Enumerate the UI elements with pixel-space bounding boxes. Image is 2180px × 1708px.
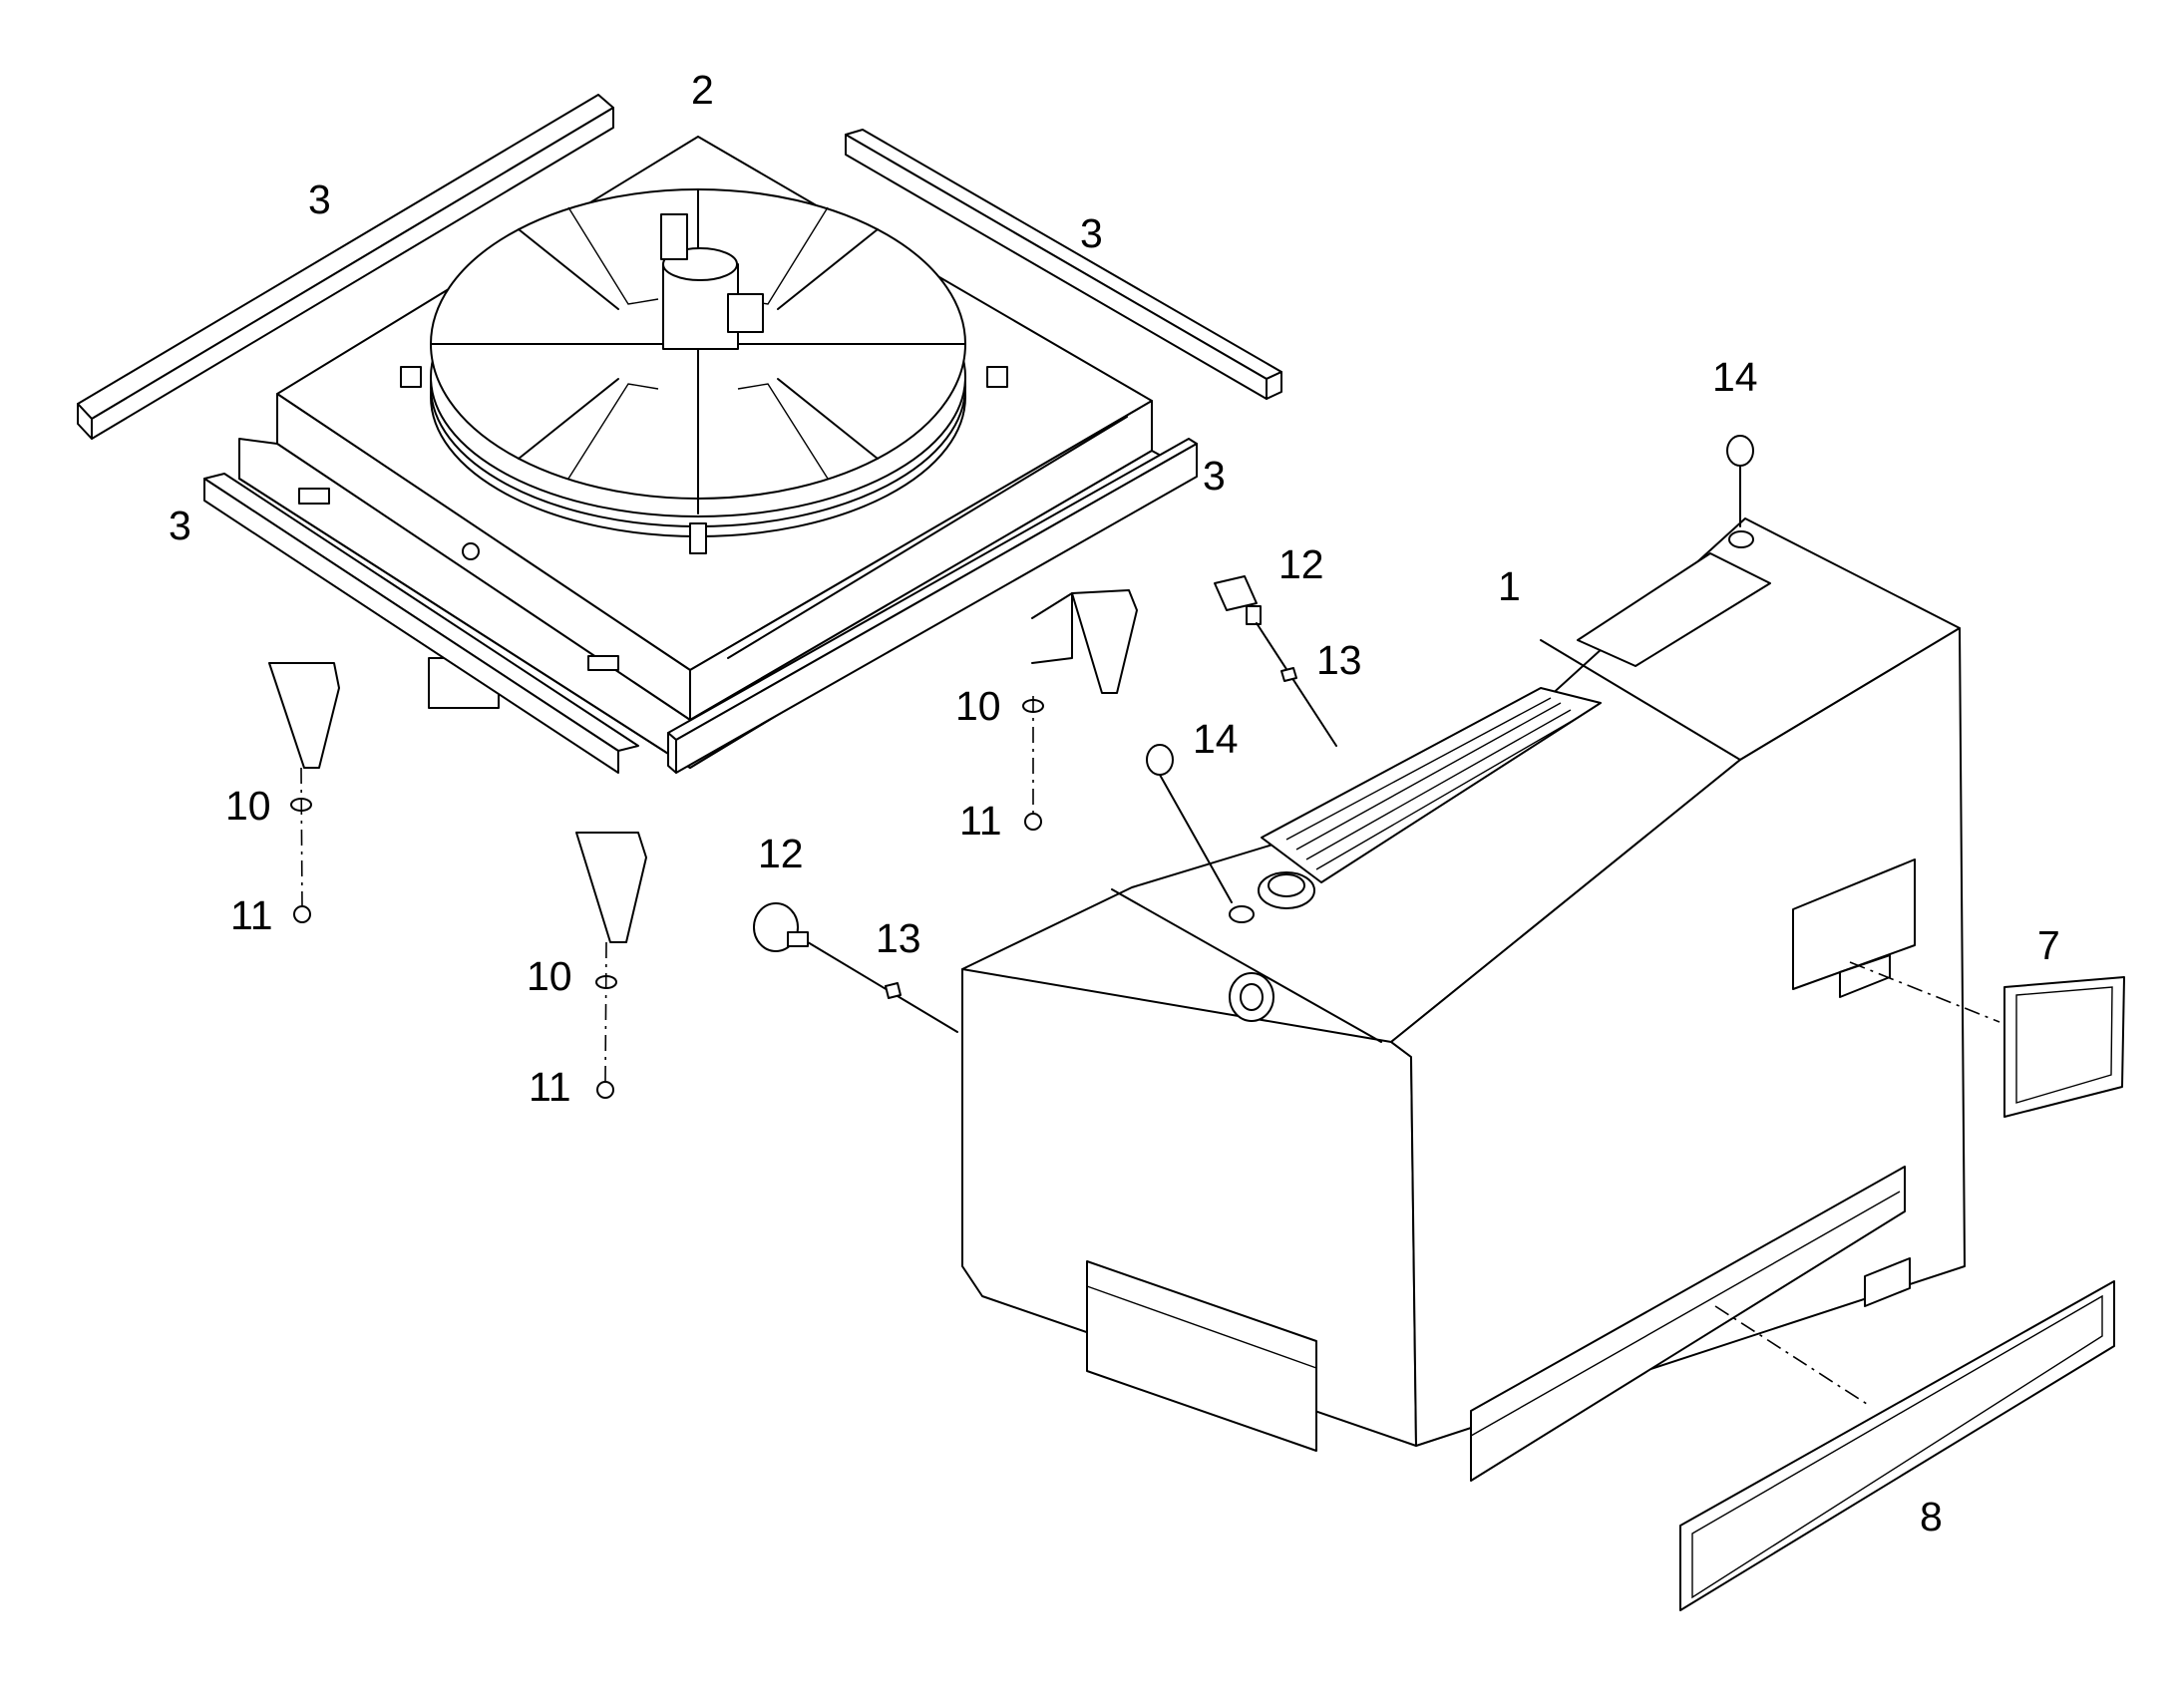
- callout-2: 2: [691, 67, 714, 113]
- gasket-7: [2003, 976, 2125, 1118]
- callout-11-mid: 11: [529, 1064, 571, 1110]
- callout-8: 8: [1920, 1494, 1943, 1539]
- gaskets: [1679, 961, 2125, 1611]
- callout-11-left: 11: [230, 892, 273, 938]
- rail-parts: [77, 94, 1282, 774]
- callout-3-top-right: 3: [1080, 210, 1103, 256]
- callout-10-left: 10: [225, 783, 271, 829]
- cooler-fan-assembly: [238, 136, 1186, 769]
- callout-3-top-left: 3: [308, 176, 331, 222]
- callout-3-left: 3: [169, 503, 191, 548]
- mount-brackets: [268, 589, 1138, 1099]
- callout-14-mid: 14: [1193, 716, 1239, 762]
- tank-housing: [961, 517, 1966, 1482]
- callout-13-left: 13: [876, 915, 921, 961]
- gasket-8: [1679, 1280, 2115, 1611]
- callout-13-top: 13: [1316, 637, 1362, 683]
- callout-10-right: 10: [955, 683, 1001, 729]
- callout-1: 1: [1498, 563, 1521, 609]
- callout-12-left: 12: [758, 831, 804, 876]
- callout-3-right: 3: [1203, 453, 1226, 499]
- callout-labels: 2 3 3 3 3 14 14 12 12 13 13 1 10 10 10 1…: [169, 67, 2060, 1539]
- callout-7: 7: [2037, 922, 2060, 968]
- callout-11-right: 11: [959, 798, 1002, 844]
- callout-10-mid: 10: [527, 953, 572, 999]
- small-fittings: [753, 435, 1754, 1033]
- callout-14-top: 14: [1712, 354, 1758, 400]
- callout-12-top: 12: [1278, 541, 1324, 587]
